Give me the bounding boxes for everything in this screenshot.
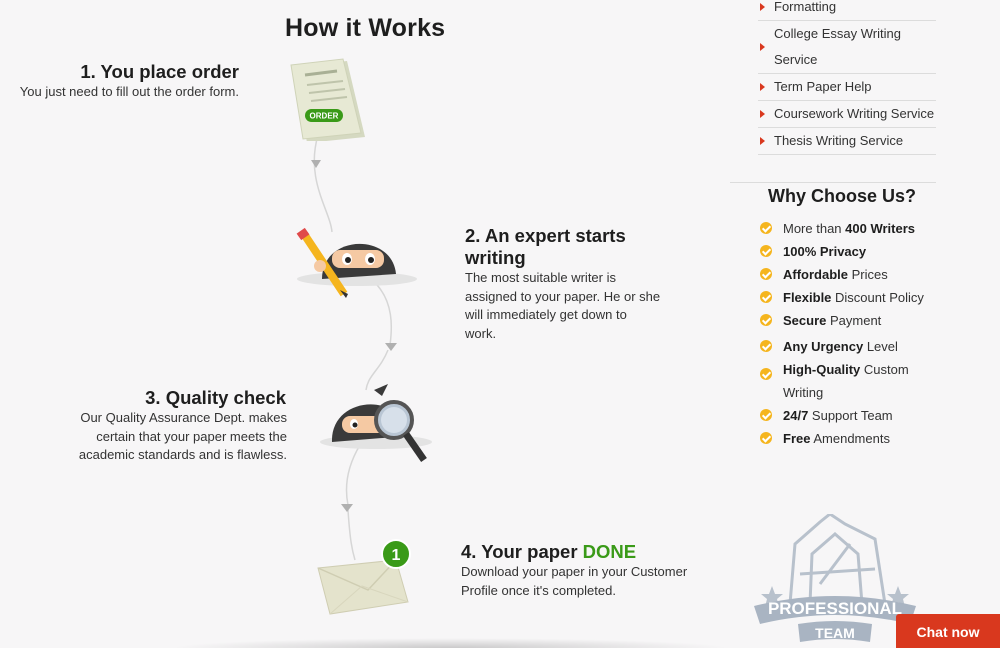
order-form-icon: ORDER bbox=[290, 58, 365, 141]
arrow-right-icon bbox=[760, 83, 765, 91]
arrow-right-icon bbox=[760, 43, 765, 51]
flow-connector bbox=[311, 134, 397, 561]
check-icon bbox=[760, 432, 772, 444]
check-icon bbox=[760, 340, 772, 352]
ninja-magnifier-icon bbox=[320, 384, 432, 462]
why-item: Free Amendments bbox=[760, 427, 960, 450]
sidebar-link-thesis[interactable]: Thesis Writing Service bbox=[758, 128, 936, 155]
why-item: 24/7 Support Team bbox=[760, 404, 960, 427]
why-item: Secure Payment bbox=[760, 309, 960, 332]
why-item: Flexible Discount Policy bbox=[760, 286, 960, 309]
sidebar-divider bbox=[730, 182, 936, 183]
why-choose-title: Why Choose Us? bbox=[768, 186, 917, 206]
order-badge: ORDER bbox=[310, 112, 339, 121]
arrow-right-icon bbox=[760, 137, 765, 145]
page-title: How it Works bbox=[285, 14, 446, 42]
step-3-text: Our Quality Assurance Dept. makes certai… bbox=[78, 410, 287, 462]
check-icon bbox=[760, 291, 772, 303]
chat-now-button[interactable]: Chat now bbox=[896, 614, 1000, 648]
step-2-title-line2: writing bbox=[465, 247, 526, 268]
professional-team-badge-icon: PROFESSIONAL TEAM bbox=[754, 514, 916, 642]
ninja-writer-icon bbox=[296, 227, 417, 298]
badge-line2: TEAM bbox=[815, 625, 855, 641]
envelope-icon: 1 bbox=[317, 539, 411, 615]
step-2-title-line1: 2. An expert starts bbox=[465, 225, 626, 246]
bottom-shadow bbox=[170, 638, 730, 648]
check-icon bbox=[760, 314, 772, 326]
check-icon bbox=[760, 409, 772, 421]
sidebar-link-term-paper[interactable]: Term Paper Help bbox=[758, 74, 936, 101]
check-icon bbox=[760, 245, 772, 257]
sidebar-link-coursework[interactable]: Coursework Writing Service bbox=[758, 101, 936, 128]
step-2-text: The most suitable writer is assigned to … bbox=[465, 270, 661, 341]
step-4-title: 4. Your paper DONE bbox=[461, 541, 637, 562]
step-4-text: Download your paper in your Customer Pro… bbox=[461, 564, 688, 598]
flow-arrow bbox=[311, 160, 321, 168]
why-choose-list: More than 400 Writers 100% Privacy Affor… bbox=[760, 217, 960, 450]
check-icon bbox=[760, 368, 772, 380]
badge-line1: PROFESSIONAL bbox=[768, 599, 902, 618]
why-item: 100% Privacy bbox=[760, 240, 960, 263]
check-icon bbox=[760, 268, 772, 280]
step-1-text: You just need to fill out the order form… bbox=[19, 84, 239, 99]
why-item: More than 400 Writers bbox=[760, 217, 960, 240]
sidebar-link-formatting[interactable]: Formatting bbox=[758, 0, 936, 21]
arrow-right-icon bbox=[760, 110, 765, 118]
flow-arrow bbox=[385, 343, 397, 351]
arrow-right-icon bbox=[760, 3, 765, 11]
step-3-title: 3. Quality check bbox=[145, 387, 286, 408]
flow-arrow bbox=[341, 504, 353, 512]
check-icon bbox=[760, 222, 772, 234]
done-highlight: DONE bbox=[582, 541, 637, 562]
envelope-badge: 1 bbox=[392, 547, 401, 564]
why-item: Affordable Prices bbox=[760, 263, 960, 286]
why-item: Any Urgency Level bbox=[760, 335, 960, 358]
step-1-title: 1. You place order bbox=[80, 61, 239, 82]
